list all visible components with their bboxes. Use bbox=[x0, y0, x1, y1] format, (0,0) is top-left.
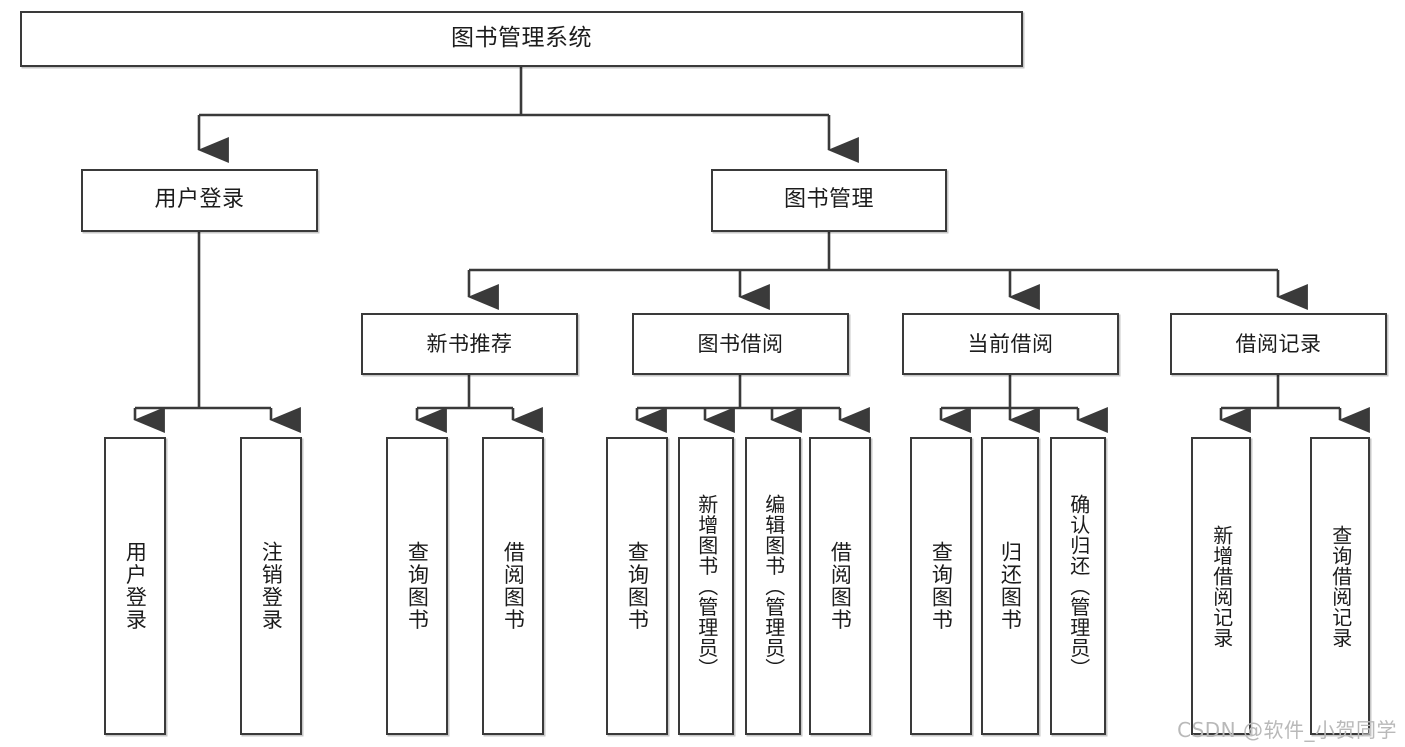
node-label: 编辑图书（管理员） bbox=[761, 493, 786, 679]
node-leaf-borrow-book-new[interactable]: 借阅图书 bbox=[482, 437, 544, 735]
node-label: 借阅图书 bbox=[501, 541, 526, 631]
node-label: 查询图书 bbox=[929, 541, 954, 631]
node-current-borrow[interactable]: 当前借阅 bbox=[902, 313, 1119, 375]
node-label: 图书管理 bbox=[783, 187, 874, 213]
node-leaf-query-book-current[interactable]: 查询图书 bbox=[910, 437, 972, 735]
node-label: 图书管理系统 bbox=[451, 25, 592, 52]
node-root-book-management-system[interactable]: 图书管理系统 bbox=[20, 11, 1023, 67]
node-label: 查询图书 bbox=[625, 541, 650, 631]
node-leaf-edit-book-admin[interactable]: 编辑图书（管理员） bbox=[745, 437, 801, 735]
node-label: 用户登录 bbox=[154, 187, 245, 213]
node-label: 新书推荐 bbox=[426, 331, 513, 356]
node-label: 图书借阅 bbox=[697, 331, 784, 356]
node-label: 确认归还（管理员） bbox=[1066, 493, 1091, 679]
node-leaf-borrow-book-borrow[interactable]: 借阅图书 bbox=[809, 437, 871, 735]
node-label: 当前借阅 bbox=[967, 331, 1054, 356]
node-leaf-return-book[interactable]: 归还图书 bbox=[981, 437, 1039, 735]
node-leaf-add-borrow-record[interactable]: 新增借阅记录 bbox=[1191, 437, 1251, 735]
node-leaf-user-login[interactable]: 用户登录 bbox=[104, 437, 166, 735]
node-label: 新增借阅记录 bbox=[1209, 524, 1234, 648]
node-label: 归还图书 bbox=[998, 541, 1023, 631]
node-label: 借阅图书 bbox=[828, 541, 853, 631]
node-leaf-logout[interactable]: 注销登录 bbox=[240, 437, 302, 735]
watermark-text: CSDN @软件_小贺同学 bbox=[1177, 718, 1397, 742]
node-leaf-confirm-return-admin[interactable]: 确认归还（管理员） bbox=[1050, 437, 1106, 735]
node-label: 借阅记录 bbox=[1235, 331, 1322, 356]
node-label: 查询借阅记录 bbox=[1328, 524, 1353, 648]
node-leaf-query-book-new[interactable]: 查询图书 bbox=[386, 437, 448, 735]
node-user-login[interactable]: 用户登录 bbox=[81, 169, 318, 232]
node-label: 新增图书（管理员） bbox=[694, 493, 719, 679]
node-book-management[interactable]: 图书管理 bbox=[711, 169, 947, 232]
node-label: 注销登录 bbox=[259, 541, 284, 631]
node-label: 用户登录 bbox=[123, 541, 148, 631]
node-leaf-query-book-borrow[interactable]: 查询图书 bbox=[606, 437, 668, 735]
node-leaf-query-borrow-record[interactable]: 查询借阅记录 bbox=[1310, 437, 1370, 735]
node-new-book-recommendation[interactable]: 新书推荐 bbox=[361, 313, 578, 375]
node-borrow-record[interactable]: 借阅记录 bbox=[1170, 313, 1387, 375]
node-book-borrow[interactable]: 图书借阅 bbox=[632, 313, 849, 375]
node-leaf-add-book-admin[interactable]: 新增图书（管理员） bbox=[678, 437, 734, 735]
node-label: 查询图书 bbox=[405, 541, 430, 631]
